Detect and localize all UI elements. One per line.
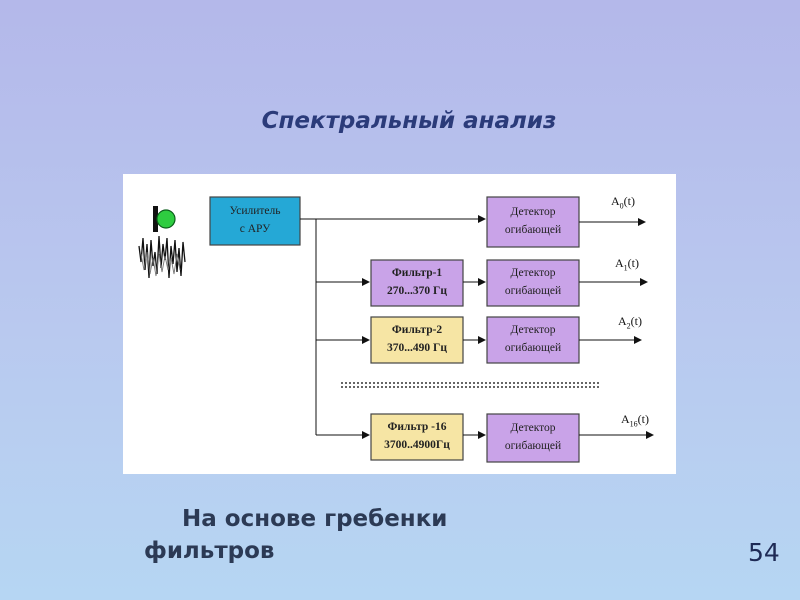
filter-label: Фильтр-2 370...490 Гц xyxy=(387,324,447,354)
caption-line-1: На основе гребенки xyxy=(182,506,448,532)
filter-label: Фильтр -16 3700..4900Гц xyxy=(384,421,450,451)
slide-number: 54 xyxy=(748,538,780,567)
output-label: A2(t) xyxy=(618,314,642,331)
detector-label: Детектор огибающей xyxy=(504,206,562,236)
filter-bank-diagram: Усилитель с АРУ Детектор огибающей Фильт… xyxy=(123,174,676,474)
output-label: A1(t) xyxy=(615,256,639,273)
detector-label: Детектор огибающей xyxy=(504,422,562,452)
diagram-lines xyxy=(138,196,654,463)
amplifier-label: Усилитель с АРУ xyxy=(229,205,281,235)
connection-lines xyxy=(300,215,654,439)
detector-label: Детектор огибающей xyxy=(504,267,562,297)
filter-label: Фильтр-1 270...370 Гц xyxy=(387,267,447,297)
ellipsis-dots xyxy=(341,382,601,388)
detector-box xyxy=(486,259,580,307)
caption-line-2: фильтров xyxy=(144,538,275,564)
filter-box xyxy=(370,316,464,364)
sound-waveform xyxy=(138,235,186,279)
microphone-icon xyxy=(153,206,176,232)
slide-title: Спектральный анализ xyxy=(261,108,557,134)
detector-label: Детектор огибающей xyxy=(504,324,562,354)
output-label: A0(t) xyxy=(611,194,635,211)
amplifier-box xyxy=(209,196,301,246)
filter-box xyxy=(370,413,464,461)
detector-box xyxy=(486,413,580,463)
slide-caption: На основе гребенки фильтров xyxy=(144,503,524,567)
filter-box xyxy=(370,259,464,307)
detector-box xyxy=(486,196,580,248)
output-label: A16(t) xyxy=(621,412,649,429)
